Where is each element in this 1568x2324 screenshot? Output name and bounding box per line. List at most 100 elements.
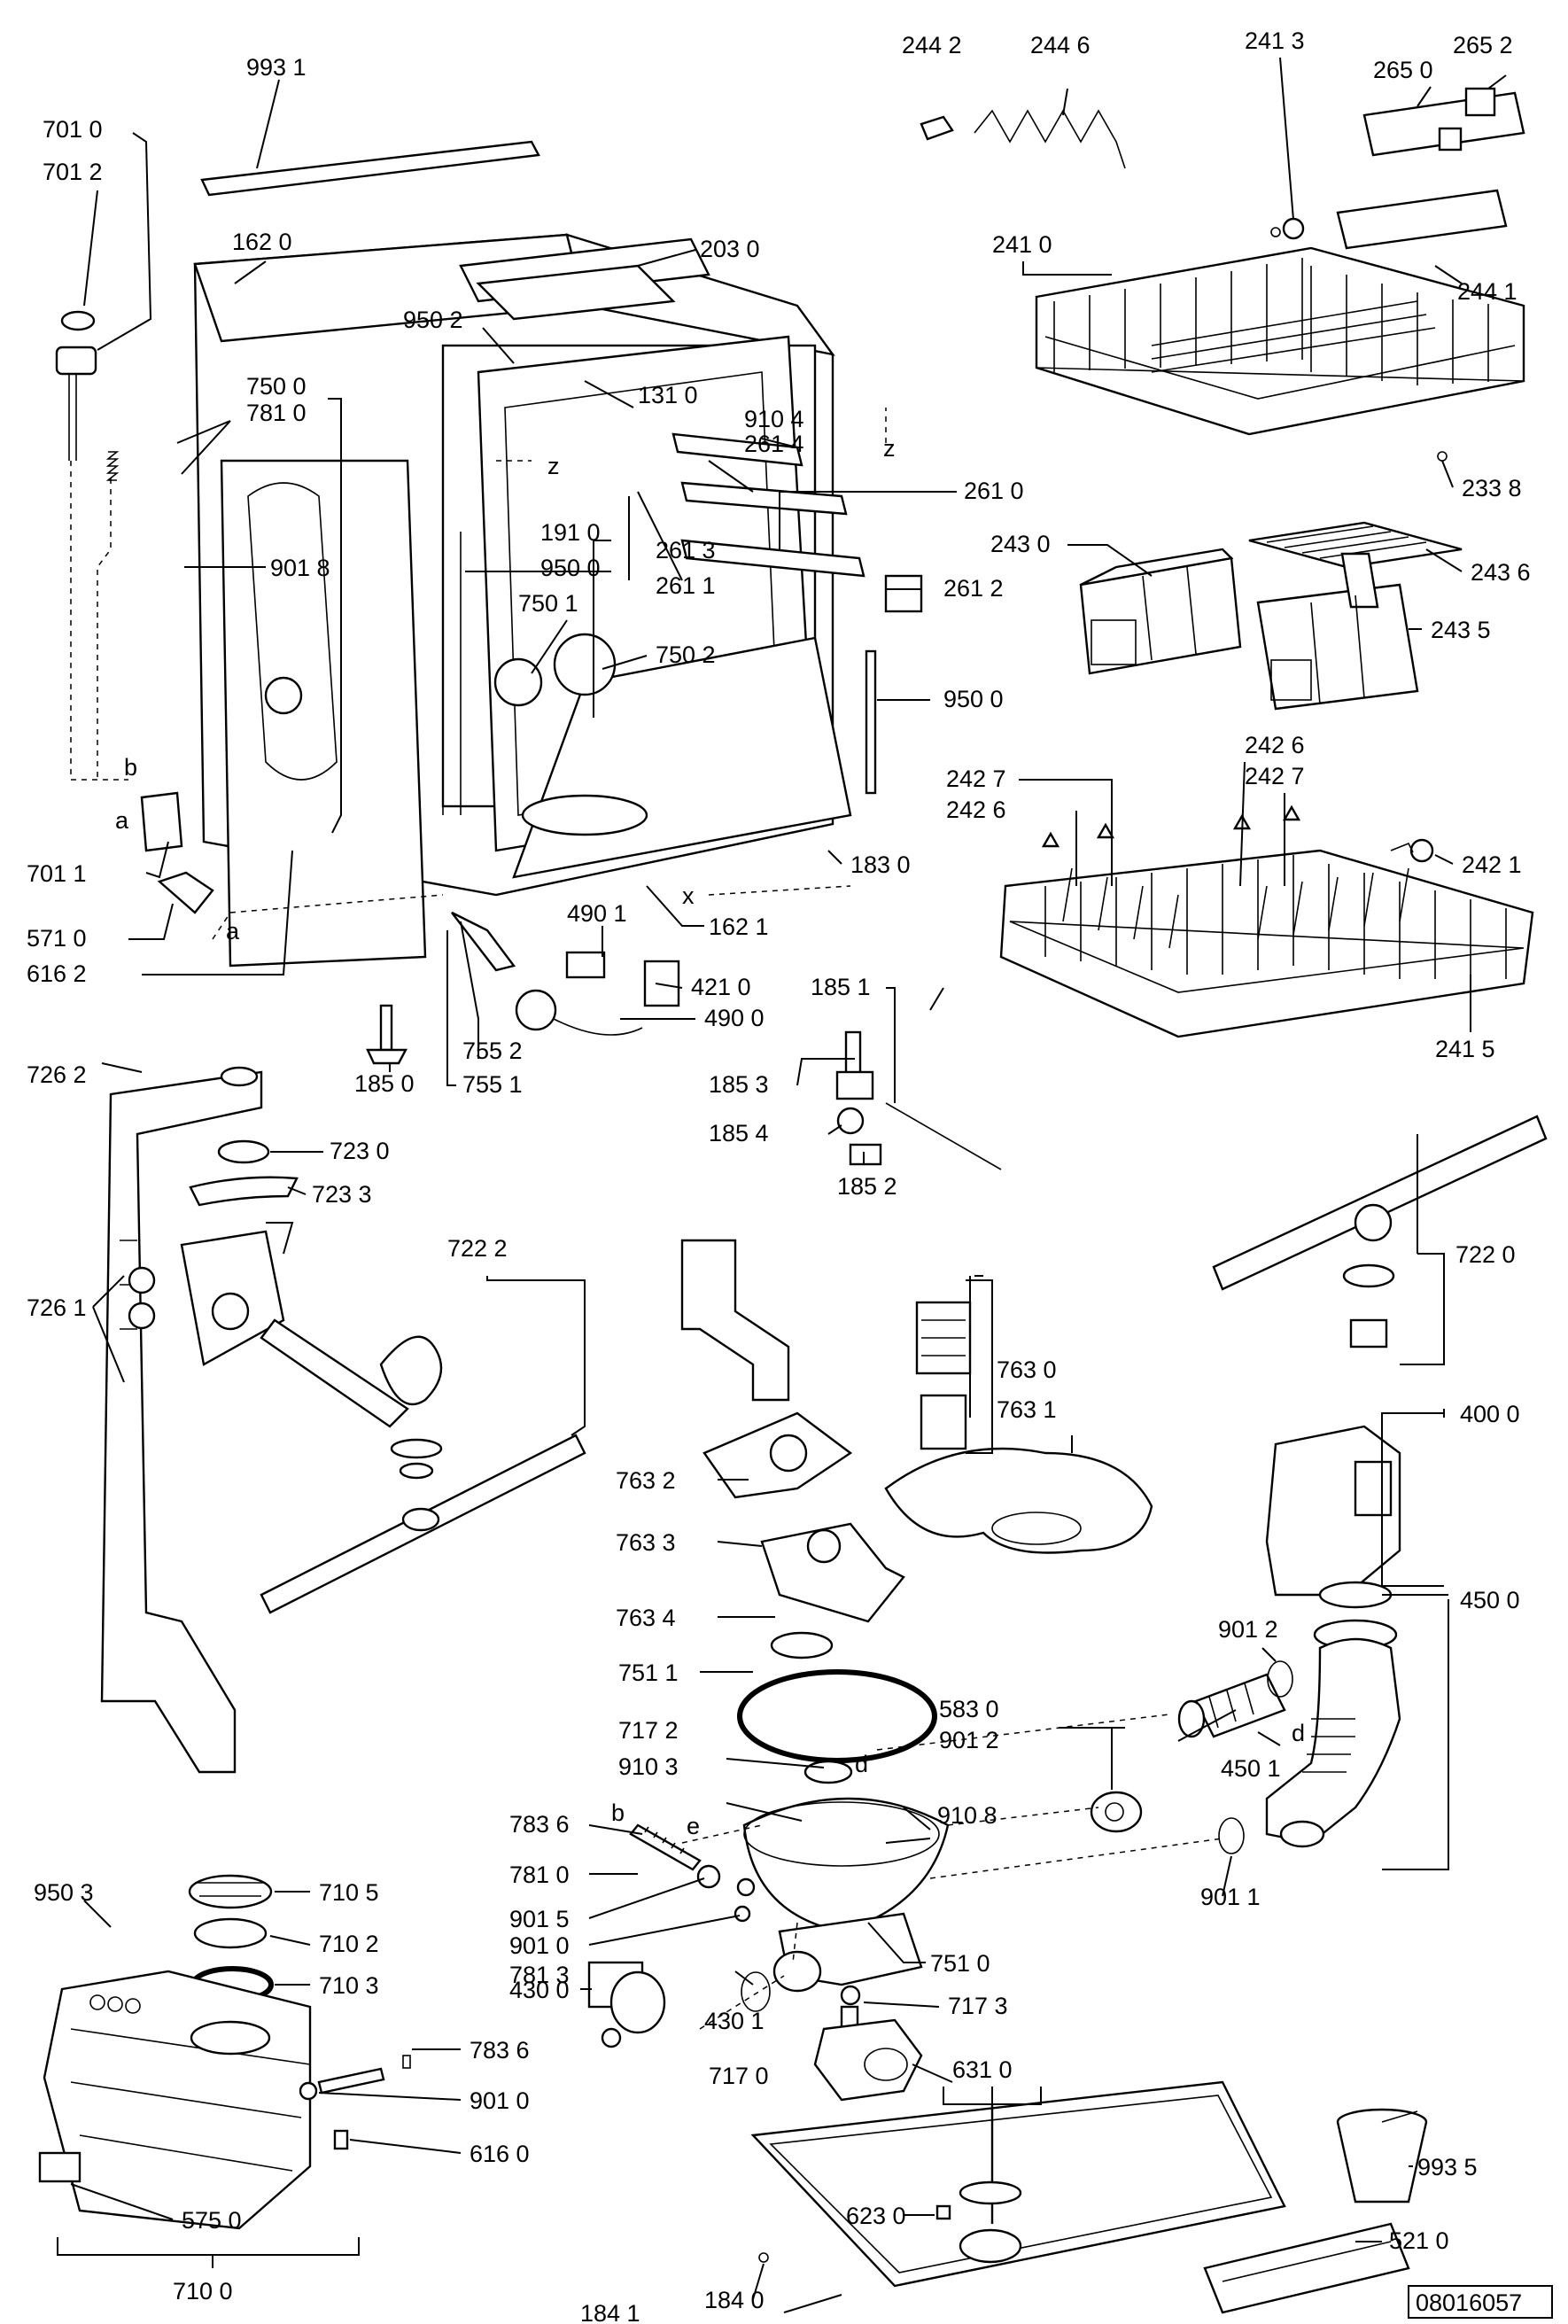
part-label: 623 0 — [846, 2203, 906, 2229]
part-label: 710 3 — [319, 1972, 379, 1999]
part-label: 722 0 — [1455, 1241, 1516, 1268]
part-label: 490 0 — [704, 1005, 765, 1031]
part-label: 723 0 — [330, 1138, 390, 1164]
part-label: 950 3 — [34, 1879, 94, 1906]
part-label: 191 0 — [540, 519, 601, 546]
part-label: 763 4 — [616, 1605, 676, 1631]
nozzle-part-icon — [189, 1066, 299, 1207]
cutlery-basket-icon — [1079, 548, 1242, 675]
callout-letter: a — [115, 807, 129, 834]
part-label: 950 0 — [943, 686, 1004, 712]
leg-part-icon — [366, 1004, 408, 1065]
part-label: 616 2 — [27, 960, 87, 987]
small-part-icon — [299, 2055, 411, 2150]
lower-basket-icon — [999, 804, 1534, 1038]
part-label: 950 0 — [540, 555, 601, 581]
part-label: 701 0 — [43, 116, 103, 143]
cutlery-basket-large-icon — [1256, 552, 1419, 711]
filter-plate-part-icon — [884, 1447, 1153, 1554]
part-label: 450 1 — [1221, 1755, 1281, 1782]
part-label: 750 0 — [246, 373, 307, 400]
part-label: 185 3 — [709, 1071, 769, 1098]
part-label: 265 2 — [1453, 32, 1513, 58]
callout-letters: b a a z z x d d b e — [115, 435, 1305, 1839]
control-panel-part-icon — [1203, 2222, 1410, 2314]
part-label: 763 2 — [616, 1467, 676, 1494]
part-label: 244 6 — [1030, 32, 1091, 58]
part-label: 701 1 — [27, 860, 87, 887]
callout-letter: a — [226, 918, 240, 944]
part-label: 241 0 — [992, 231, 1052, 258]
part-label: 717 2 — [618, 1717, 679, 1744]
part-labels: 993 1 701 0 701 2 162 0 203 0 950 2 750 … — [27, 27, 1531, 2324]
softener-part-icon — [43, 1874, 312, 2230]
part-label: 162 0 — [232, 229, 292, 255]
part-label: 203 0 — [700, 236, 760, 262]
part-label: 910 4 — [744, 406, 804, 432]
part-label: 242 6 — [946, 797, 1006, 823]
drain-pump-icon — [813, 1985, 923, 2102]
part-label: 717 3 — [948, 1993, 1008, 2019]
callout-letter: x — [682, 882, 695, 909]
roller-part-icon — [1270, 217, 1305, 240]
part-label: 631 0 — [952, 2056, 1013, 2083]
part-label: 783 6 — [509, 1811, 570, 1838]
strip-part-icon — [865, 649, 877, 795]
part-label: 755 1 — [462, 1071, 523, 1098]
part-label: 233 8 — [1462, 475, 1522, 501]
top-strip-part-icon — [200, 140, 540, 197]
part-label: 723 3 — [312, 1181, 372, 1208]
drain-channel-part-icon — [680, 1239, 905, 1659]
screw-part-icon — [629, 1823, 756, 1923]
clamp-part-icon — [451, 911, 516, 972]
valve-part-icon — [1090, 1791, 1143, 1833]
part-label: 993 5 — [1417, 2154, 1478, 2180]
funnel-part-icon — [1336, 2108, 1428, 2204]
part-label: 950 2 — [403, 307, 463, 333]
rack-rail-part-icon — [1336, 87, 1525, 250]
part-label: 185 0 — [354, 1070, 415, 1097]
seal-ring-part-icon — [737, 1669, 937, 1763]
callout-letter: d — [855, 1751, 868, 1777]
part-label: 571 0 — [27, 925, 87, 952]
part-label: 722 2 — [447, 1235, 508, 1262]
part-label: 763 1 — [997, 1396, 1057, 1423]
part-label: 901 0 — [509, 1932, 570, 1959]
part-label: 430 1 — [704, 2008, 765, 2034]
ring-part-icon — [1218, 1660, 1293, 1854]
part-label: 185 4 — [709, 1120, 769, 1146]
part-label: 185 1 — [811, 974, 871, 1000]
callout-letter: d — [1292, 1720, 1305, 1746]
part-label: 243 0 — [990, 531, 1051, 557]
part-label: 726 2 — [27, 1061, 87, 1088]
part-label: 242 7 — [1245, 763, 1305, 789]
part-label: 901 5 — [509, 1906, 570, 1932]
part-label: 901 0 — [470, 2087, 530, 2114]
part-label: 901 8 — [270, 555, 330, 581]
part-label: 261 3 — [656, 537, 716, 564]
part-label: 781 0 — [246, 400, 307, 426]
part-label: 575 0 — [182, 2207, 242, 2234]
knob-rod-part-icon — [55, 310, 120, 481]
sensor-part-icon — [38, 2151, 82, 2183]
part-label: 184 1 — [580, 2300, 640, 2324]
part-label: 910 3 — [618, 1753, 679, 1780]
top-cover-part-icon — [476, 264, 676, 321]
part-label: 751 1 — [618, 1659, 679, 1686]
electrical-part-icon — [515, 951, 680, 1036]
guide-lines — [70, 408, 1223, 2030]
part-label: 781 3 — [509, 1962, 570, 1988]
part-label: 430 0 — [509, 1977, 570, 2003]
pump-icon — [1265, 1425, 1401, 1609]
part-label: 763 0 — [997, 1356, 1057, 1383]
part-label: 184 0 — [704, 2287, 765, 2313]
part-label: 616 0 — [470, 2141, 530, 2167]
part-label: 910 8 — [937, 1802, 997, 1829]
rail-part-icon — [671, 432, 923, 613]
part-label: 241 5 — [1435, 1036, 1495, 1062]
callout-letter: z — [547, 453, 560, 479]
part-label: 265 0 — [1373, 57, 1433, 83]
clip-part-icon — [1437, 451, 1448, 462]
part-label: 751 0 — [930, 1950, 990, 1977]
